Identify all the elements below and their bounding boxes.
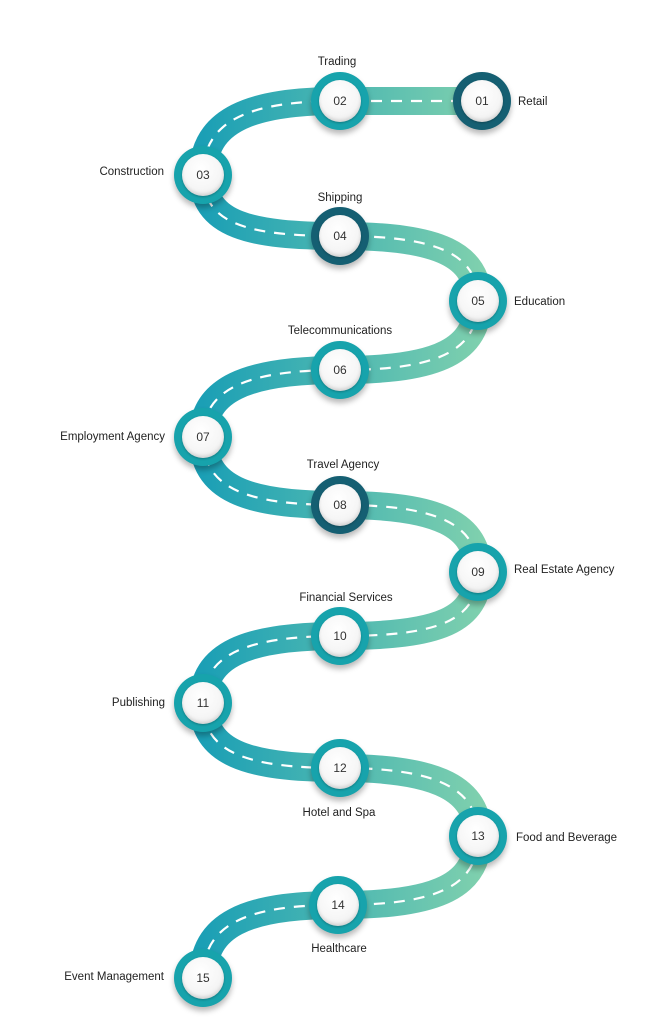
step-number: 12 bbox=[319, 747, 361, 789]
step-node-01: 01 bbox=[453, 72, 511, 130]
step-number: 13 bbox=[457, 815, 499, 857]
step-number: 03 bbox=[182, 154, 224, 196]
step-node-15: 15 bbox=[174, 949, 232, 1007]
step-number: 06 bbox=[319, 349, 361, 391]
step-node-09: 09 bbox=[449, 543, 507, 601]
step-node-08: 08 bbox=[311, 476, 369, 534]
step-number: 02 bbox=[319, 80, 361, 122]
step-label-15: Event Management bbox=[64, 971, 164, 983]
step-node-11: 11 bbox=[174, 674, 232, 732]
step-node-10: 10 bbox=[311, 607, 369, 665]
step-number: 01 bbox=[461, 80, 503, 122]
step-node-02: 02 bbox=[311, 72, 369, 130]
step-node-03: 03 bbox=[174, 146, 232, 204]
step-label-03: Construction bbox=[99, 166, 164, 178]
step-label-05: Education bbox=[514, 296, 566, 308]
step-node-13: 13 bbox=[449, 807, 507, 865]
step-node-05: 05 bbox=[449, 272, 507, 330]
step-label-13: Food and Beverage bbox=[516, 832, 618, 844]
step-number: 15 bbox=[182, 957, 224, 999]
step-label-10: Financial Services bbox=[299, 592, 393, 604]
step-label-07: Employment Agency bbox=[60, 431, 165, 443]
step-label-09: Real Estate Agency bbox=[514, 564, 615, 576]
step-number: 11 bbox=[182, 682, 224, 724]
step-label-01: Retail bbox=[518, 96, 548, 108]
step-number: 14 bbox=[317, 884, 359, 926]
step-node-12: 12 bbox=[311, 739, 369, 797]
step-label-04: Shipping bbox=[317, 192, 363, 204]
step-number: 04 bbox=[319, 215, 361, 257]
step-number: 07 bbox=[182, 416, 224, 458]
step-label-11: Publishing bbox=[111, 697, 165, 709]
step-number: 10 bbox=[319, 615, 361, 657]
step-node-14: 14 bbox=[309, 876, 367, 934]
step-number: 05 bbox=[457, 280, 499, 322]
step-number: 08 bbox=[319, 484, 361, 526]
step-label-14: Healthcare bbox=[311, 943, 367, 955]
step-node-06: 06 bbox=[311, 341, 369, 399]
step-label-12: Hotel and Spa bbox=[302, 807, 376, 819]
step-node-04: 04 bbox=[311, 207, 369, 265]
step-node-07: 07 bbox=[174, 408, 232, 466]
step-label-08: Travel Agency bbox=[306, 459, 380, 471]
step-label-02: Trading bbox=[317, 56, 357, 68]
step-number: 09 bbox=[457, 551, 499, 593]
step-label-06: Telecommunications bbox=[287, 325, 393, 337]
